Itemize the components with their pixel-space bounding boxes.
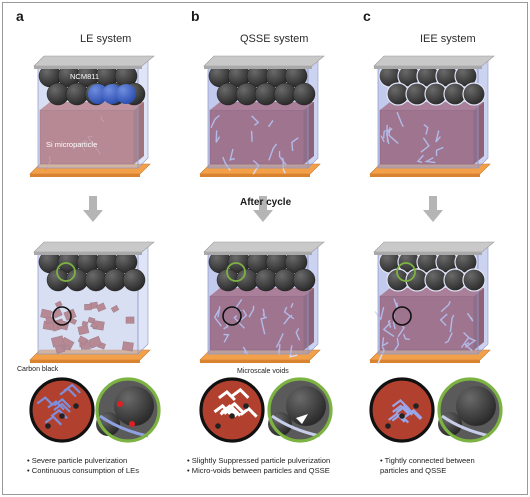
battery-cell-iee-cycled	[369, 241, 495, 365]
anode-label: Si microparticle	[46, 140, 98, 149]
panel-title-a: LE system	[80, 33, 132, 45]
battery-cell-le-pristine	[29, 55, 155, 177]
panel-letter-b: b	[191, 8, 200, 24]
cathode-label: NCM811	[70, 72, 100, 81]
zoom-inset-le-cathode	[95, 377, 161, 443]
zoom-inset-iee-anode	[369, 377, 435, 443]
bullet-c-1: • Tightly connected between	[380, 456, 475, 465]
down-arrow-icon	[423, 196, 443, 222]
bullet-a-2: • Continuous consumption of LEs	[27, 466, 139, 475]
down-arrow-icon	[83, 196, 103, 222]
bullet-c-2: particles and QSSE	[380, 466, 447, 475]
battery-cell-le-cycled	[29, 241, 155, 363]
zoom-inset-qsse-anode	[199, 377, 265, 443]
zoom-inset-le-anode	[29, 377, 95, 443]
panel-letter-c: c	[363, 8, 371, 24]
battery-cell-iee-pristine	[369, 55, 495, 177]
panel-title-c: IEE system	[420, 33, 476, 45]
zoom-inset-iee-cathode	[437, 377, 503, 443]
bullets-a: • Severe particle pulverization • Contin…	[27, 456, 139, 476]
bullet-b-2: • Micro-voids between particles and QSSE	[187, 466, 330, 475]
microscale-voids-label: Microscale voids	[237, 368, 289, 375]
battery-cell-qsse-pristine	[199, 55, 325, 177]
bullet-b-1: • Slightly Suppressed particle pulveriza…	[187, 456, 331, 465]
battery-cell-qsse-cycled	[199, 241, 325, 363]
zoom-inset-qsse-cathode	[267, 377, 333, 443]
panel-letter-a: a	[16, 8, 24, 24]
bullet-a-1: • Severe particle pulverization	[27, 456, 128, 465]
carbon-black-label: Carbon black	[17, 366, 59, 373]
after-cycle-label: After cycle	[240, 197, 292, 208]
down-arrow-icon	[253, 196, 273, 222]
bullets-c: • Tightly connected between particles an…	[380, 456, 475, 476]
panel-title-b: QSSE system	[240, 33, 309, 45]
bullets-b: • Slightly Suppressed particle pulveriza…	[187, 456, 330, 476]
